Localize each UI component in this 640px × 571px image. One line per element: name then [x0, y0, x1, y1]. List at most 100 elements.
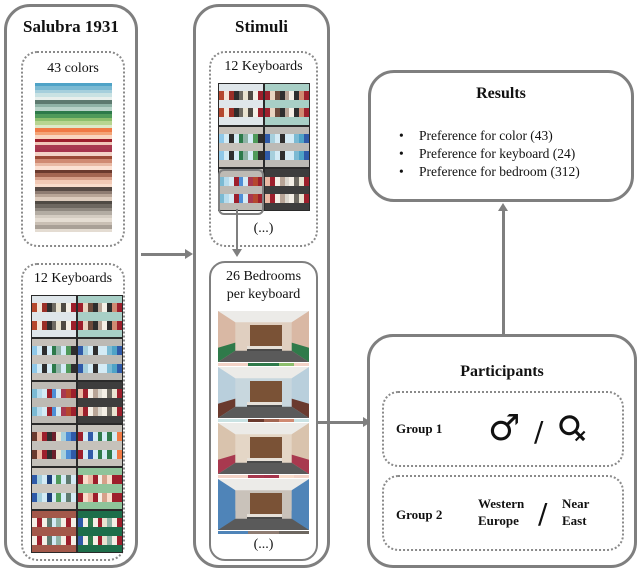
color-stripe: [35, 107, 112, 111]
bedroom-ceiling: [218, 479, 309, 491]
keyboard-swatch-row: [32, 389, 76, 399]
keyboard-swatch: [233, 151, 239, 160]
color-stripe: [35, 83, 112, 87]
keyboard-swatch-row: [78, 492, 122, 502]
keyboard-swatch-row: [32, 406, 76, 416]
group2-label: Group 2: [396, 507, 443, 522]
keyboard-swatch-row: [265, 133, 309, 143]
keyboard-swatch: [253, 91, 259, 101]
keyboard-swatch: [117, 475, 122, 485]
keyboard-swatch: [228, 151, 234, 160]
keyboard-swatch: [32, 363, 37, 373]
keyboard-swatch: [279, 108, 285, 118]
keyboard-swatch: [265, 176, 270, 186]
color-stripe: [35, 89, 112, 94]
keyboard-swatch: [243, 151, 249, 160]
keyboard-swatch: [92, 492, 98, 502]
keyboard-swatch: [253, 176, 259, 186]
keyboard-swatch: [233, 133, 239, 143]
keyboard-swatch: [32, 303, 37, 313]
bedroom-color-strip: [218, 363, 310, 366]
keyboard-swatch: [66, 363, 72, 373]
keyboard-swatch: [304, 108, 309, 118]
keyboard-swatch: [46, 492, 52, 502]
keyboard-swatch: [36, 363, 42, 373]
keyboard-swatch: [265, 193, 270, 203]
keyboard-swatch: [107, 492, 113, 502]
keyboard-swatch: [71, 535, 76, 545]
keyboard-swatch: [279, 133, 285, 143]
keyboard-swatch: [219, 193, 224, 203]
keyboard-swatch: [46, 475, 52, 485]
keyboard-swatch: [87, 320, 93, 330]
keyboard-swatch: [92, 518, 98, 528]
keyboard-swatch: [289, 151, 295, 160]
color-stripe: [35, 221, 112, 226]
keyboard-swatch-row: [219, 108, 263, 118]
keyboard-swatch: [61, 492, 67, 502]
keyboard-swatch: [258, 91, 263, 101]
color-stripe: [35, 148, 112, 153]
bedroom-bed: [247, 457, 282, 463]
keyboard-swatch: [107, 363, 113, 373]
keyboard-swatch: [265, 151, 270, 160]
keyboard-swatch: [299, 176, 305, 186]
bedroom-render: [218, 423, 309, 474]
keyboard-swatch: [304, 193, 309, 203]
color-stripe: [35, 100, 112, 104]
color-stripe: [35, 204, 112, 208]
keyboard-swatch: [61, 363, 67, 373]
keyboard-swatch: [112, 363, 118, 373]
connector-salubra-stimuli: [141, 253, 188, 256]
color-stripe: [35, 211, 112, 215]
keyboard-swatch: [56, 535, 62, 545]
keyboard-swatch: [97, 303, 103, 313]
keyboard-swatch: [269, 176, 275, 186]
keyboard-swatch: [87, 535, 93, 545]
result-item-bedroom: Preference for bedroom (312): [397, 163, 580, 181]
keyboard-swatch: [36, 406, 42, 416]
colors-box: 43 colors: [21, 51, 125, 247]
stimuli-keyboards-box: 12 Keyboards (...): [209, 51, 318, 247]
color-stripe: [35, 114, 112, 118]
keyboard-swatch: [41, 449, 47, 459]
arrow-down-icon: [232, 249, 242, 257]
keyboard-swatch: [56, 346, 62, 356]
color-strip: [35, 83, 112, 233]
keyboard-swatch: [253, 193, 259, 203]
keyboard-swatch: [66, 346, 72, 356]
keyboard-swatch: [269, 151, 275, 160]
keyboard-swatch: [289, 176, 295, 186]
keyboard-swatch: [92, 303, 98, 313]
keyboard-swatch-row: [32, 449, 76, 459]
keyboard-swatch: [258, 151, 263, 160]
keyboard-swatch-row: [219, 176, 263, 186]
bedroom-color-strip: [218, 475, 310, 478]
color-stripe: [35, 218, 112, 222]
keyboard-swatch: [61, 432, 67, 442]
keyboard-swatch: [82, 492, 88, 502]
stimuli-keyboards-label: 12 Keyboards: [224, 59, 303, 74]
bedroom-strip-swatch: [278, 475, 294, 478]
color-stripe: [35, 225, 112, 229]
keyboard-swatch: [71, 346, 76, 356]
keyboard-swatch: [41, 320, 47, 330]
keyboard-swatch: [51, 492, 57, 502]
group1-box: Group 1 ♂ / ♀: [382, 391, 624, 467]
keyboard-swatch: [56, 518, 62, 528]
keyboard-swatch: [41, 518, 47, 528]
color-stripe: [35, 86, 112, 90]
keyboard-swatch: [289, 133, 295, 143]
color-stripe: [35, 187, 112, 191]
keyboard-swatch: [66, 303, 72, 313]
keyboard-swatch: [51, 303, 57, 313]
keyboard-swatch: [248, 108, 254, 118]
keyboard-swatch: [233, 176, 239, 186]
keyboard-swatch: [294, 108, 300, 118]
bedroom-strip-swatch: [233, 531, 249, 534]
region-western-europe-line2: Europe: [478, 513, 519, 528]
keyboard-swatch: [253, 133, 259, 143]
color-stripe: [35, 166, 112, 170]
keyboard-swatch: [304, 133, 309, 143]
keyboard-swatch: [61, 475, 67, 485]
